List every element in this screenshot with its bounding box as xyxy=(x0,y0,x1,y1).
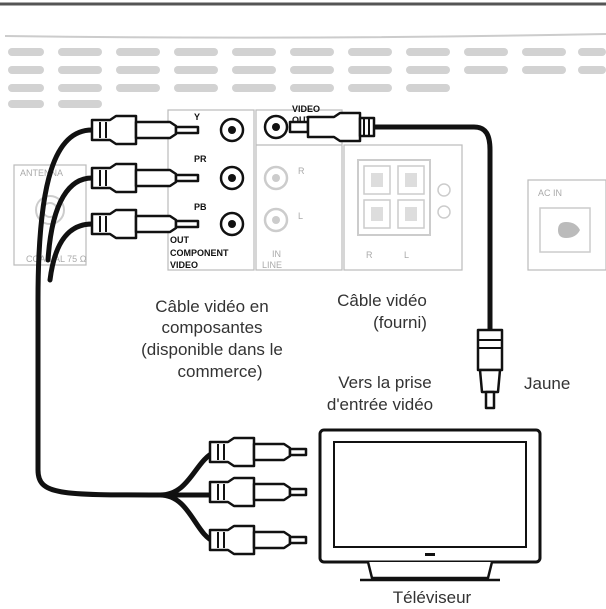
component-label: COMPONENT xyxy=(170,248,229,258)
caption-component-cable: Câble vidéo en composantes (disponible d… xyxy=(141,297,283,381)
antenna-label: ANTENNA xyxy=(20,168,63,178)
svg-text:Vers la prise: Vers la prise xyxy=(338,373,432,392)
speaker-terminals: R L xyxy=(343,144,463,271)
device-contour xyxy=(4,33,606,39)
audio-r-label: R xyxy=(298,166,305,176)
svg-text:(fourni): (fourni) xyxy=(373,313,427,332)
jack-y-label: Y xyxy=(194,112,200,122)
audio-l-label: L xyxy=(298,211,303,221)
svg-text:(disponible dans le: (disponible dans le xyxy=(141,340,283,359)
svg-text:Câble vidéo: Câble vidéo xyxy=(337,291,427,310)
svg-text:composantes: composantes xyxy=(161,318,262,337)
video-cable xyxy=(288,111,504,410)
speaker-r-label: R xyxy=(366,250,373,260)
ac-in-section: AC IN xyxy=(527,179,606,271)
television-icon xyxy=(318,428,542,582)
in-label: IN xyxy=(272,249,281,259)
component-plug-ribs xyxy=(99,122,107,232)
video-audio-section: VIDEO OUT R L IN LINE xyxy=(255,104,343,271)
power-socket-icon xyxy=(558,222,580,238)
out-label: OUT xyxy=(170,235,190,245)
video-out-label-2: OUT xyxy=(292,115,312,125)
jack-pr-label: PR xyxy=(194,154,207,164)
component-plugs-tv xyxy=(208,436,308,556)
svg-text:Câble vidéo en: Câble vidéo en xyxy=(155,297,268,316)
svg-text:commerce): commerce) xyxy=(177,362,262,381)
speaker-l-label: L xyxy=(404,250,409,260)
jack-pb-label: PB xyxy=(194,202,207,212)
caption-to-input: Vers la prise d'entrée vidéo xyxy=(327,373,433,414)
vent-slots xyxy=(8,48,606,108)
component-tv-plug-ribs xyxy=(217,444,225,548)
line-label: LINE xyxy=(262,260,282,270)
video-out-label-1: VIDEO xyxy=(292,104,320,114)
video-label: VIDEO xyxy=(170,260,198,270)
coaxial-jack xyxy=(35,195,65,225)
svg-text:d'entrée vidéo: d'entrée vidéo xyxy=(327,395,433,414)
ac-in-label: AC IN xyxy=(538,188,562,198)
caption-video-cable: Câble vidéo (fourni) xyxy=(337,291,427,332)
component-output-section: Y PR PB OUT COMPONENT VIDEO xyxy=(167,109,255,271)
caption-yellow: Jaune xyxy=(524,374,570,393)
component-plugs-panel xyxy=(90,114,200,240)
caption-tv: Téléviseur xyxy=(393,588,472,607)
